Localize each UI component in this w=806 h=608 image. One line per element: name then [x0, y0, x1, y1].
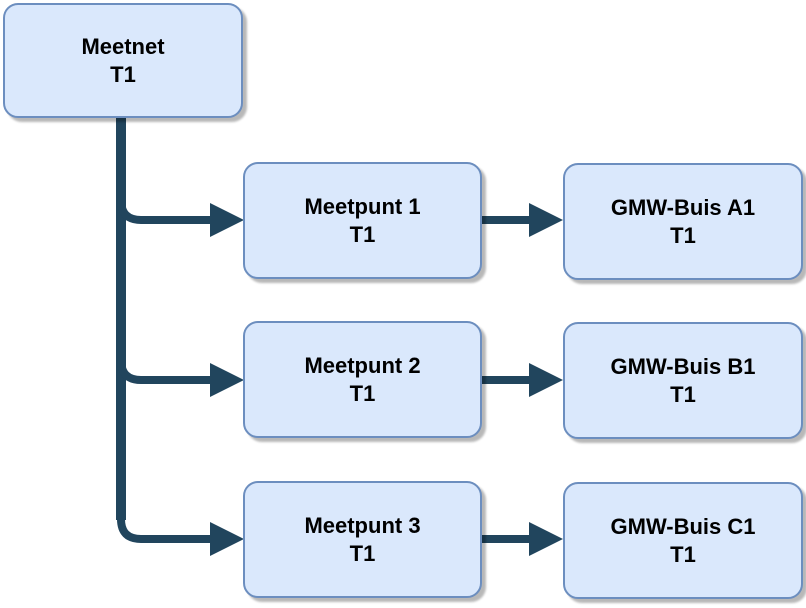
- node-sublabel: T1: [670, 381, 696, 407]
- node-label: Meetnet: [81, 33, 165, 59]
- node-label: GMW-Buis B1: [610, 353, 756, 379]
- node-label: Meetpunt 1: [304, 193, 421, 219]
- node-label: Meetpunt 3: [304, 512, 421, 538]
- node-sublabel: T1: [670, 222, 696, 248]
- node-gmw-buis-b1: GMW-Buis B1 T1: [563, 322, 803, 439]
- edge-meetnet-to-meetpunt-1: [117, 199, 210, 224]
- node-label: GMW-Buis A1: [610, 194, 756, 220]
- arrowhead-gmw-c1: [529, 522, 563, 556]
- node-sublabel: T1: [110, 61, 136, 87]
- arrowhead-gmw-a1: [529, 203, 563, 237]
- node-meetpunt-2: Meetpunt 2 T1: [243, 321, 482, 438]
- node-label: Meetpunt 2: [304, 352, 421, 378]
- node-meetnet: Meetnet T1: [3, 3, 243, 118]
- edge-meetnet-to-meetpunt-3: [117, 518, 210, 543]
- node-meetpunt-1: Meetpunt 1 T1: [243, 162, 482, 279]
- node-label: GMW-Buis C1: [610, 513, 756, 539]
- node-meetpunt-3: Meetpunt 3 T1: [243, 481, 482, 598]
- node-sublabel: T1: [349, 380, 376, 406]
- edge-meetnet-to-meetpunt-2: [117, 359, 210, 384]
- node-sublabel: T1: [349, 221, 376, 247]
- arrowhead-gmw-b1: [529, 363, 563, 397]
- node-sublabel: T1: [670, 541, 696, 567]
- arrowhead-meetpunt-2: [210, 363, 244, 397]
- node-gmw-buis-a1: GMW-Buis A1 T1: [563, 163, 803, 280]
- arrowhead-meetpunt-1: [210, 203, 244, 237]
- node-gmw-buis-c1: GMW-Buis C1 T1: [563, 482, 803, 599]
- node-sublabel: T1: [349, 540, 376, 566]
- arrowhead-meetpunt-3: [210, 522, 244, 556]
